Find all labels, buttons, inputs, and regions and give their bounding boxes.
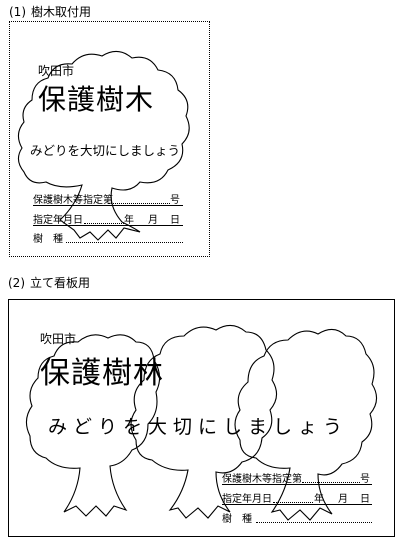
sign-2-rule-2 xyxy=(222,504,372,505)
sign-2-designation-label: 保護樹木等指定第 xyxy=(222,474,302,485)
section-1-title: 樹木取付用 xyxy=(31,5,92,19)
sign-2-city: 吹田市 xyxy=(40,332,77,346)
sign-1-date-line xyxy=(84,223,124,224)
section-2-title: 立て看板用 xyxy=(30,276,91,290)
sign-1-rule-1 xyxy=(33,205,183,206)
sign-1-month: 月 xyxy=(148,215,158,226)
section-2-number: (2) xyxy=(8,276,25,290)
sign-2-date-line xyxy=(273,502,313,503)
sign-2-designation-line xyxy=(302,482,360,483)
sign-1-day: 日 xyxy=(170,215,180,226)
sign-1-species-line xyxy=(66,242,183,243)
sign-1-year: 年 xyxy=(124,215,134,226)
sign-1-species-label: 樹 種 xyxy=(33,234,63,245)
sign-1-slogan: みどりを大切にしましょう xyxy=(30,143,181,158)
section-2-heading: (2) 立て看板用 xyxy=(8,274,90,291)
sign-tree-mounted xyxy=(9,21,210,257)
sign-2-designation-suffix: 号 xyxy=(360,474,370,485)
sign-1-designation-suffix: 号 xyxy=(170,195,180,206)
sign-1-designation-label: 保護樹木等指定第 xyxy=(33,195,113,206)
sign-2-title: 保護樹林 xyxy=(40,356,164,391)
sign-2-species-line xyxy=(256,522,372,523)
sign-1-designation-line xyxy=(108,203,170,204)
sign-1-rule-2 xyxy=(33,225,183,226)
sign-1-designation-row: 保護樹木等指定第 xyxy=(33,191,113,206)
section-1-number: (1) xyxy=(9,5,26,19)
section-1-heading: (1) 樹木取付用 xyxy=(9,3,91,20)
sign-1-date-label: 指定年月日 xyxy=(33,215,83,226)
sign-standing-board xyxy=(8,299,395,537)
sign-2-species-label: 樹 種 xyxy=(222,514,252,525)
sign-1-title: 保護樹木 xyxy=(38,83,155,116)
sign-2-date-label: 指定年月日 xyxy=(222,494,272,505)
sign-2-day: 日 xyxy=(360,494,370,505)
sign-2-rule-1 xyxy=(222,484,372,485)
sign-1-city: 吹田市 xyxy=(38,64,75,78)
sign-2-month: 月 xyxy=(338,494,348,505)
sign-2-year: 年 xyxy=(314,494,324,505)
sign-2-slogan: みどりを大切にしましょう xyxy=(48,416,349,438)
